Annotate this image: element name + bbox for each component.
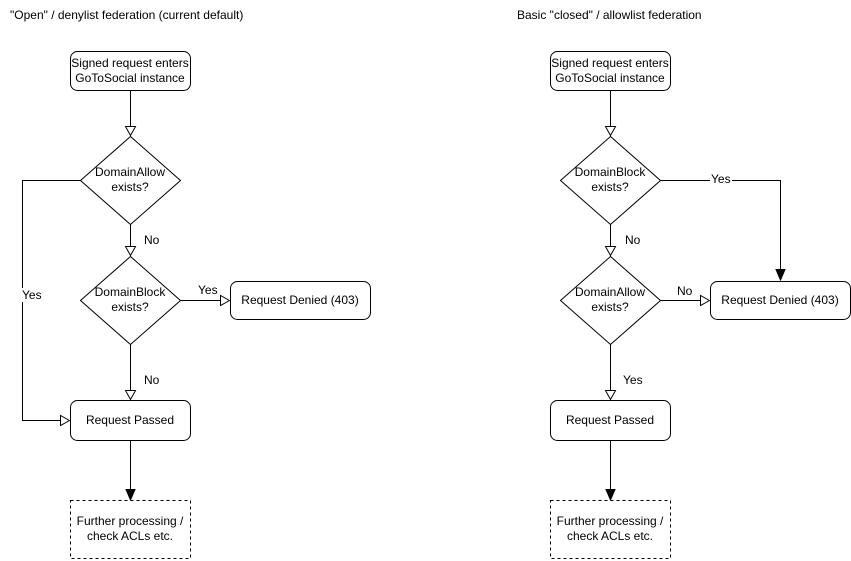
arrowhead-open — [604, 246, 617, 257]
edge-label-decision2-branch: No — [676, 284, 694, 298]
start-node-shape — [70, 51, 191, 91]
edge-label-decision2-down: Yes — [622, 373, 644, 387]
passed-node-label: Request Passed — [85, 412, 175, 427]
arrowhead-filled — [125, 489, 136, 502]
decision2-node-label: DomainAllow exists? — [574, 285, 646, 314]
further-node-shape — [550, 500, 671, 559]
edge-decision1-to-decision2 — [604, 224, 617, 257]
edge-start-to-decision1 — [604, 90, 617, 137]
start-node-label: Signed request enters GoToSocial instanc… — [71, 55, 189, 85]
flowchart-closed-allowlist: Basic "closed" / allowlist federation Si… — [480, 0, 851, 561]
flowchart-closed-shapes — [550, 51, 851, 559]
arrowhead-open — [220, 294, 231, 307]
arrowhead-open — [604, 390, 617, 401]
denied-node-shape — [230, 281, 371, 320]
passed-node-label: Request Passed — [565, 412, 655, 427]
further-node-label: Further processing / check ACLs etc. — [556, 514, 664, 543]
edge-passed-to-further — [605, 440, 616, 502]
edge-label-decision1-branch: Yes — [710, 172, 732, 186]
arrowhead-open — [604, 126, 617, 137]
arrowhead-open — [124, 126, 137, 137]
edge-decision2-to-passed — [604, 344, 617, 401]
decision1-node-shape — [559, 135, 662, 226]
edge-label-decision1-down: No — [624, 233, 642, 247]
arrowhead-open — [60, 414, 71, 427]
further-node-shape — [70, 500, 191, 559]
arrowhead-filled — [605, 489, 616, 502]
flowchart-open-shapes — [22, 51, 371, 559]
passed-node-shape — [550, 400, 671, 441]
decision1-node-label: DomainAllow exists? — [94, 165, 166, 194]
arrowhead-open — [124, 390, 137, 401]
passed-node-shape — [70, 400, 191, 441]
edge-decision2-to-passed — [124, 344, 137, 401]
edge-label-decision2-down: No — [143, 373, 161, 387]
edge-label-decision1-down: No — [143, 233, 161, 247]
edge-label-decision1-branch: Yes — [21, 288, 43, 302]
decision2-node-label: DomainBlock exists? — [94, 285, 166, 314]
decision1-node-label: DomainBlock exists? — [574, 165, 646, 194]
arrowhead-open — [124, 246, 137, 257]
decision2-node-shape — [559, 255, 662, 346]
start-node-shape — [550, 51, 671, 91]
denied-node-label: Request Denied (403) — [721, 292, 839, 307]
edge-decision1-to-passed-yes-loop — [22, 180, 81, 427]
edge-decision2-to-denied — [660, 294, 711, 307]
arrowhead-filled — [775, 269, 786, 282]
start-node-label: Signed request enters GoToSocial instanc… — [551, 55, 669, 85]
edge-decision2-to-denied — [180, 294, 231, 307]
edge-decision1-to-denied-yes-branch — [660, 180, 786, 282]
edge-decision1-to-decision2 — [124, 224, 137, 257]
flowchart-open-denylist: "Open" / denylist federation (current de… — [0, 0, 371, 561]
edge-start-to-decision1 — [124, 90, 137, 137]
edge-label-decision2-branch: Yes — [197, 283, 219, 297]
decision1-node-shape — [79, 135, 182, 226]
edge-line — [660, 180, 781, 270]
denied-node-label: Request Denied (403) — [241, 292, 359, 307]
chart-title: "Open" / denylist federation (current de… — [10, 8, 244, 22]
edge-passed-to-further — [125, 440, 136, 502]
arrowhead-open — [700, 294, 711, 307]
decision2-node-shape — [79, 255, 182, 346]
further-node-label: Further processing / check ACLs etc. — [76, 514, 184, 543]
chart-title: Basic "closed" / allowlist federation — [517, 8, 702, 22]
